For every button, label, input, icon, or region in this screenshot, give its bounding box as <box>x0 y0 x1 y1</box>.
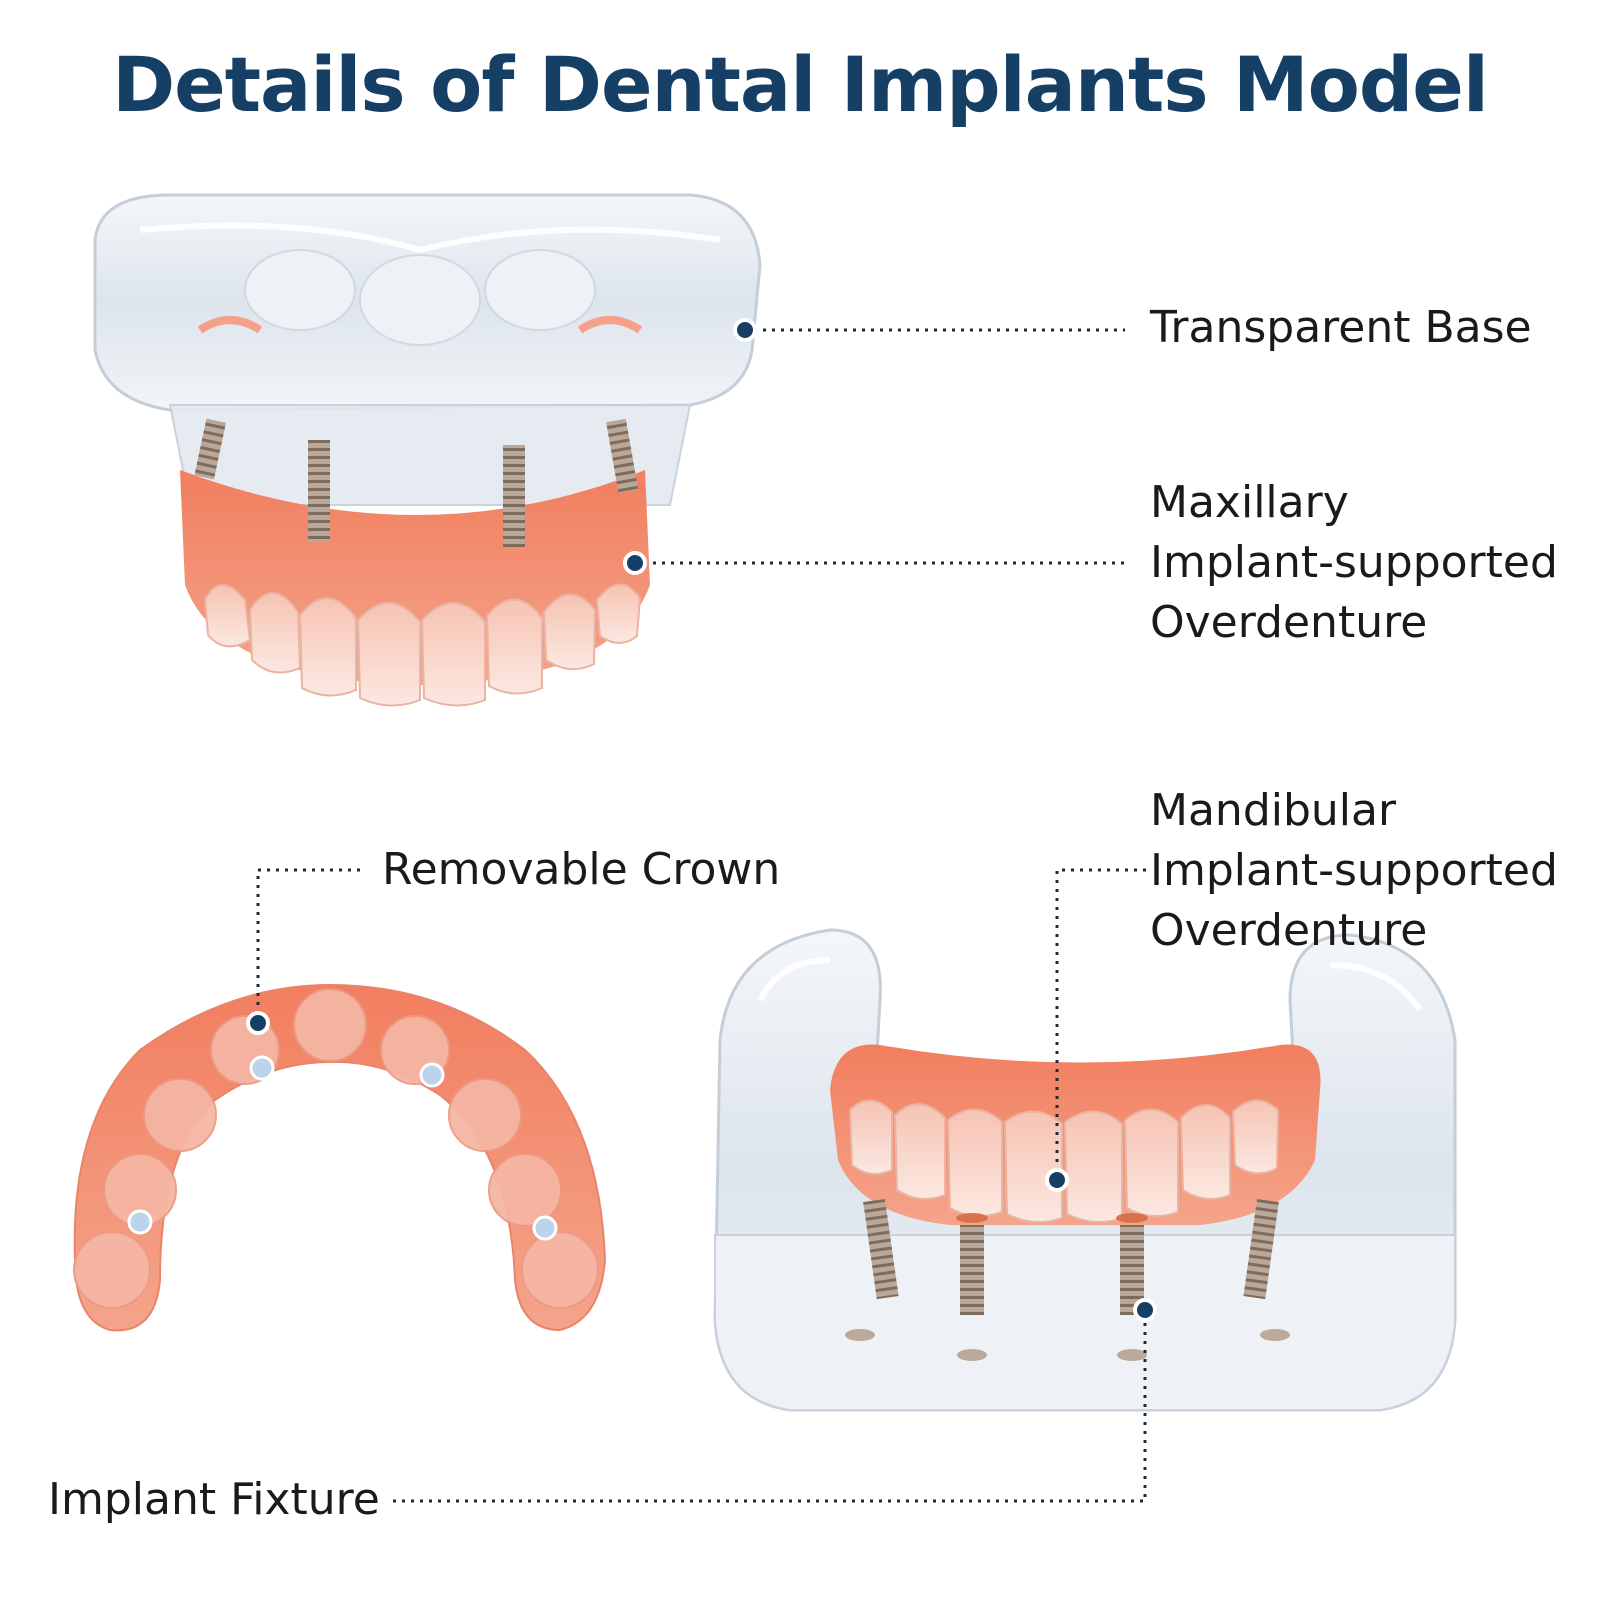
callout-markers <box>246 318 1157 1322</box>
label-removable-crown: Removable Crown <box>382 840 780 900</box>
marker-mandibular-icon <box>1045 1168 1069 1192</box>
marker-removable-crown-icon <box>246 1011 270 1035</box>
removable-crown-model <box>73 983 607 1332</box>
marker-transparent-base-icon <box>733 318 757 342</box>
label-line-1: Maxillary <box>1150 477 1349 528</box>
label-line-1: Mandibular <box>1150 785 1397 836</box>
label-line-2: Implant-supported <box>1150 537 1558 588</box>
label-text: Removable Crown <box>382 844 781 895</box>
leader-removable-crown <box>256 868 365 1023</box>
maxillary-model <box>93 193 762 707</box>
label-maxillary: Maxillary Implant-supported Overdenture <box>1150 473 1558 653</box>
label-mandibular: Mandibular Implant-supported Overdenture <box>1150 781 1558 961</box>
marker-implant-fixture-icon <box>1133 1298 1157 1322</box>
maxillary-implant-screws <box>194 418 639 547</box>
leader-mandibular <box>1055 868 1150 1180</box>
leader-lines <box>256 328 1150 1503</box>
label-implant-fixture: Implant Fixture <box>48 1470 380 1530</box>
label-text: Transparent Base <box>1150 302 1532 353</box>
marker-maxillary-icon <box>623 551 647 575</box>
mandibular-model <box>713 928 1457 1412</box>
label-line-3: Overdenture <box>1150 597 1428 648</box>
mandibular-implant-screws <box>845 1198 1290 1361</box>
label-transparent-base: Transparent Base <box>1150 298 1532 358</box>
label-line-3: Overdenture <box>1150 905 1428 956</box>
label-line-2: Implant-supported <box>1150 845 1558 896</box>
label-text: Implant Fixture <box>48 1474 380 1525</box>
page-title: Details of Dental Implants Model <box>112 40 1489 129</box>
crown-screw-holes <box>127 1055 558 1241</box>
